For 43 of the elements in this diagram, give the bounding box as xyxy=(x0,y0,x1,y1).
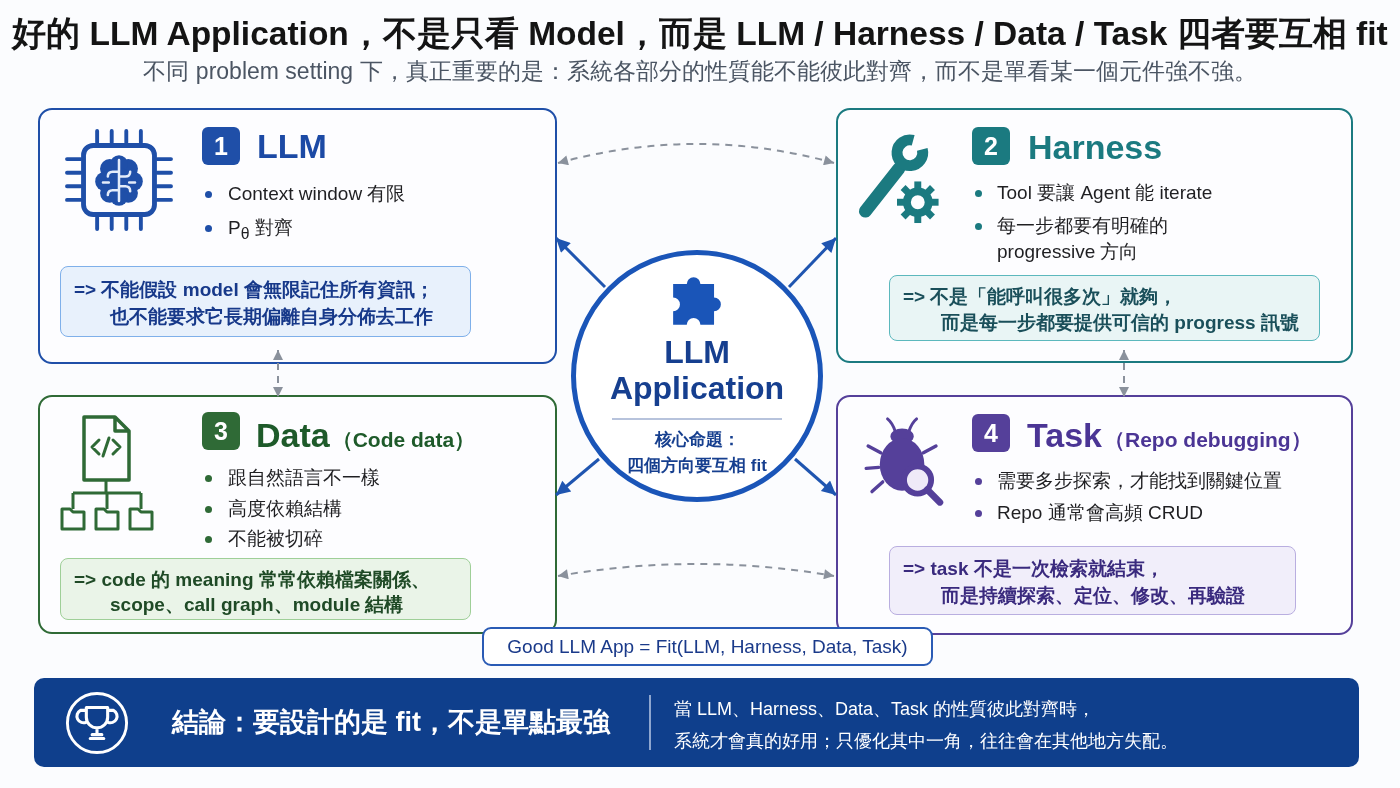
note-box: => 不能假設 model 會無限記住所有資訊；也不能要求它長期偏離自身分佈去工作 xyxy=(60,266,471,337)
arrow xyxy=(554,236,607,289)
list-item: P$_{θ}$ 對齊 xyxy=(228,216,293,244)
circle-heading: LLM Application xyxy=(608,334,786,406)
banner-heading: 結論：要設計的是 fit，不是單點最強 xyxy=(172,706,610,739)
list-item: 跟自然語言不一樣 xyxy=(228,466,380,490)
dashed-double-arrow xyxy=(557,143,835,166)
list-item: Context window 有限 xyxy=(228,182,406,206)
formula-box: Good LLM App = Fit(LLM, Harness, Data, Task) xyxy=(482,627,933,666)
circle-text: 核心命題：四個方向要互相 fit xyxy=(626,429,768,477)
number-badge: 3 xyxy=(202,412,240,450)
panel-heading: Task xyxy=(1027,415,1102,455)
panel xyxy=(836,108,1353,363)
list-item: 高度依賴結構 xyxy=(228,497,342,521)
list-item: 需要多步探索，才能找到關鍵位置 xyxy=(997,469,1282,493)
note-box: => task 不是一次檢索就結束，而是持續探索、定位、修改、再驗證 xyxy=(889,546,1296,615)
panel-subheading: （Code data） xyxy=(331,427,476,453)
subtitle: 不同 problem setting 下，真正重要的是：系統各部分的性質能不能彼此對齊，而不是單看某一個元件強不強。 xyxy=(142,57,1258,85)
panel xyxy=(38,395,557,634)
list-item: Repo 通常會高頻 CRUD xyxy=(997,501,1203,525)
dashed-double-arrow xyxy=(557,563,835,580)
dashed-double-arrow xyxy=(1119,349,1129,398)
arrow xyxy=(555,457,600,497)
list-item: Tool 要讓 Agent 能 iterate xyxy=(997,181,1213,205)
note-box: => 不是「能呼叫很多次」就夠，而是每一步都要提供可信的 progress 訊號 xyxy=(889,275,1320,341)
panel xyxy=(38,108,557,364)
arrow xyxy=(787,236,838,289)
dashed-double-arrow xyxy=(273,349,283,398)
number-badge: 2 xyxy=(972,127,1010,165)
panel-heading: LLM xyxy=(257,126,327,166)
panel-heading: Data xyxy=(256,415,330,455)
list-item: 每一步都要有明確的 progressive 方向 xyxy=(997,214,1169,264)
number-badge: 1 xyxy=(202,127,240,165)
arrow xyxy=(794,457,837,497)
panel-subheading: （Repo debugging） xyxy=(1104,427,1312,453)
panel-heading: Harness xyxy=(1028,127,1163,167)
title: 好的 LLM Application，不是只看 Model，而是 LLM / Harness / Data / Task 四者要互相 fit xyxy=(10,14,1389,54)
banner-text: 當 LLM、Harness、Data、Task 的性質彼此對齊時，系統才會真的好用；只優化其中一角，往往會在其他地方失配。 xyxy=(674,698,1179,753)
conclusion-banner xyxy=(34,678,1359,767)
list-item: 不能被切碎 xyxy=(228,527,323,551)
number-badge: 4 xyxy=(972,414,1010,452)
note-box: => code 的 meaning 常常依賴檔案關係、scope、call graph、module 結構 xyxy=(60,558,471,620)
panel xyxy=(836,395,1353,635)
